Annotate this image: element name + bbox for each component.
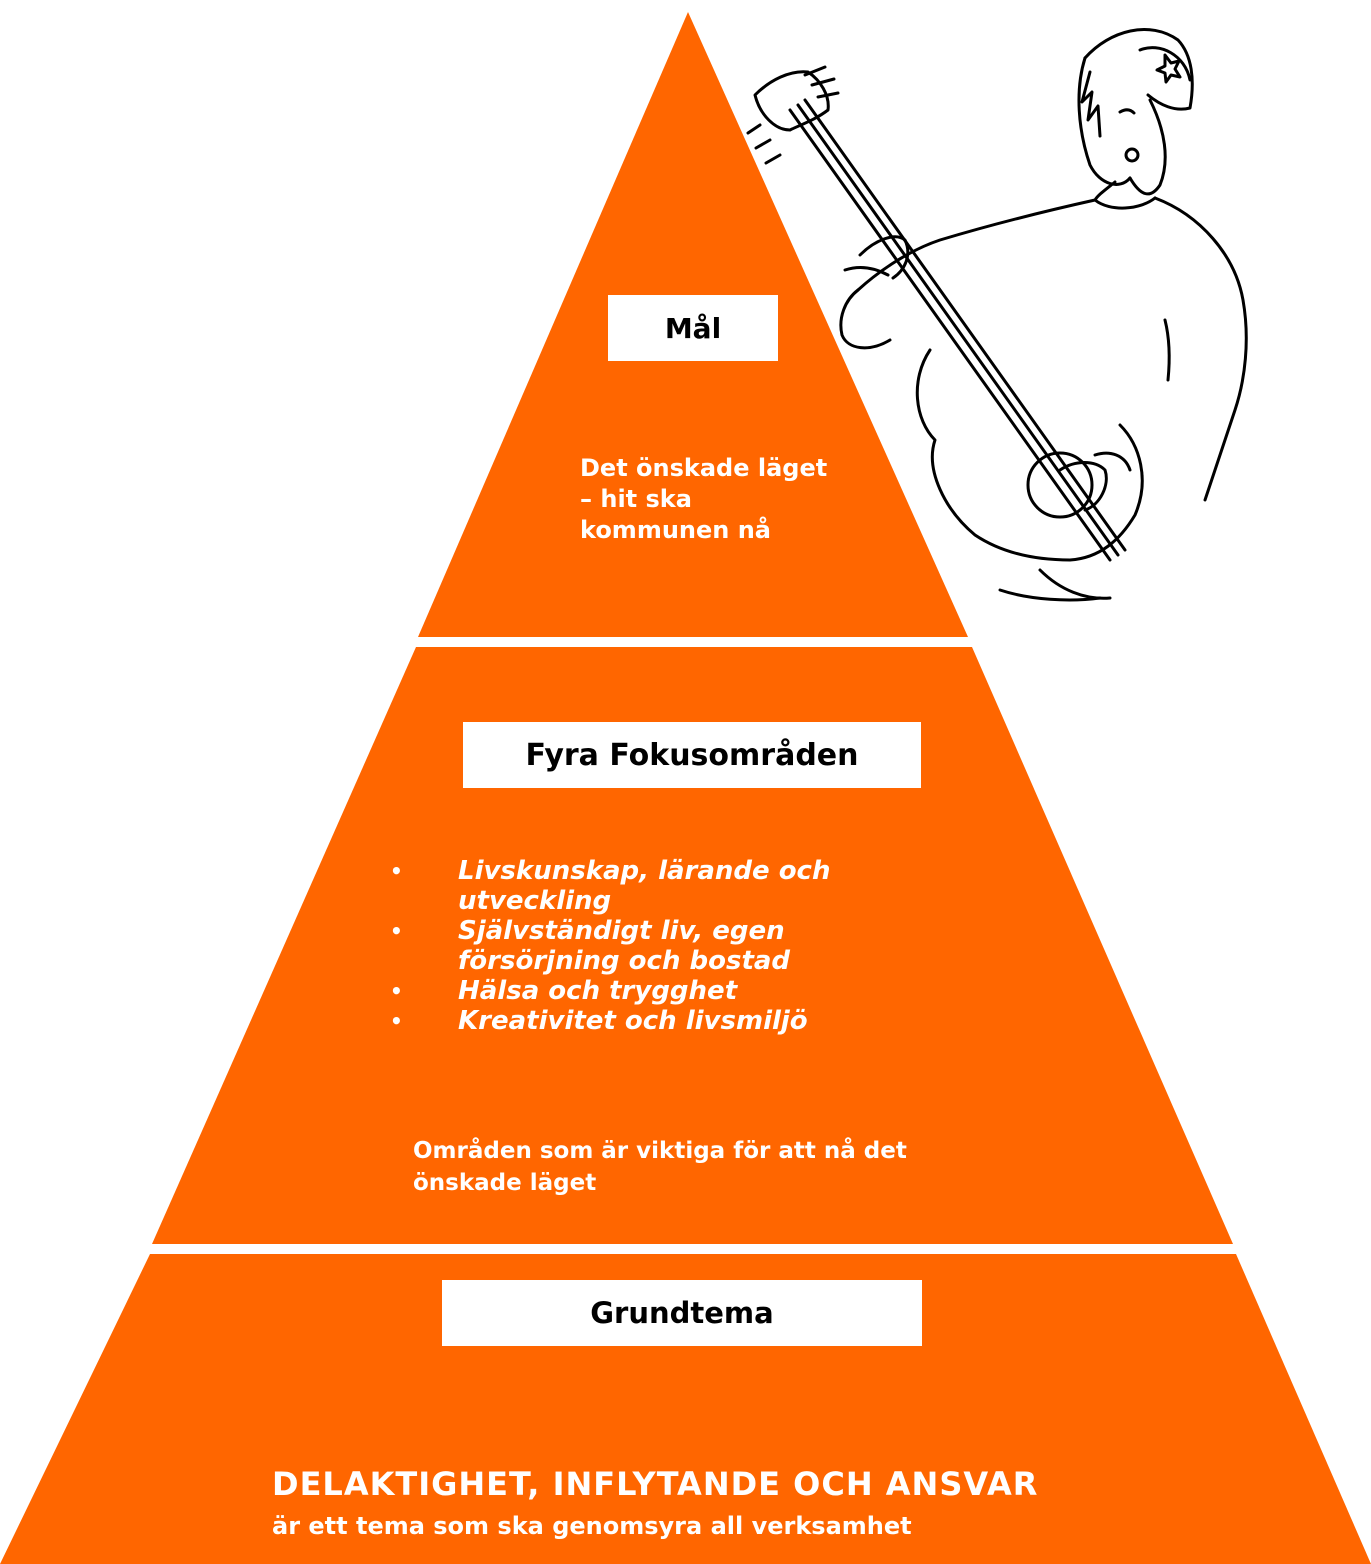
list-item: • Livskunskap, lärande och utveckling (390, 856, 831, 916)
bullet-icon: • (390, 859, 403, 883)
focus-areas-list: • Livskunskap, lärande och utveckling • … (390, 856, 910, 1036)
base-theme-description: är ett tema som ska genomsyra all verksa… (272, 1512, 912, 1540)
base-theme-heading: DELAKTIGHET, INFLYTANDE OCH ANSVAR (272, 1465, 1039, 1503)
bullet-icon: • (390, 919, 403, 943)
bullet-icon: • (390, 1009, 403, 1033)
goal-description: Det önskade läget – hit ska kommunen nå (580, 454, 828, 544)
base-theme-title: Grundtema (590, 1296, 774, 1330)
goal-title: Mål (664, 311, 722, 345)
guitarist-drawing-icon (746, 28, 1248, 602)
pyramid-tier-bottom (0, 1254, 1371, 1564)
focus-areas-description: Områden som är viktiga för att nå det ön… (413, 1138, 907, 1196)
list-item: • Kreativitet och livsmiljö (390, 1006, 808, 1036)
focus-areas-title: Fyra Fokusområden (525, 737, 859, 773)
list-item: • Självständigt liv, egen försörjning oc… (390, 916, 791, 976)
focus-areas-title-box: Fyra Fokusområden (463, 722, 921, 788)
bullet-icon: • (390, 979, 403, 1003)
base-theme-title-box: Grundtema (442, 1280, 922, 1346)
pyramid-tier-middle (152, 647, 1233, 1244)
goal-title-box: Mål (608, 295, 778, 361)
list-item: • Hälsa och trygghet (390, 976, 738, 1006)
